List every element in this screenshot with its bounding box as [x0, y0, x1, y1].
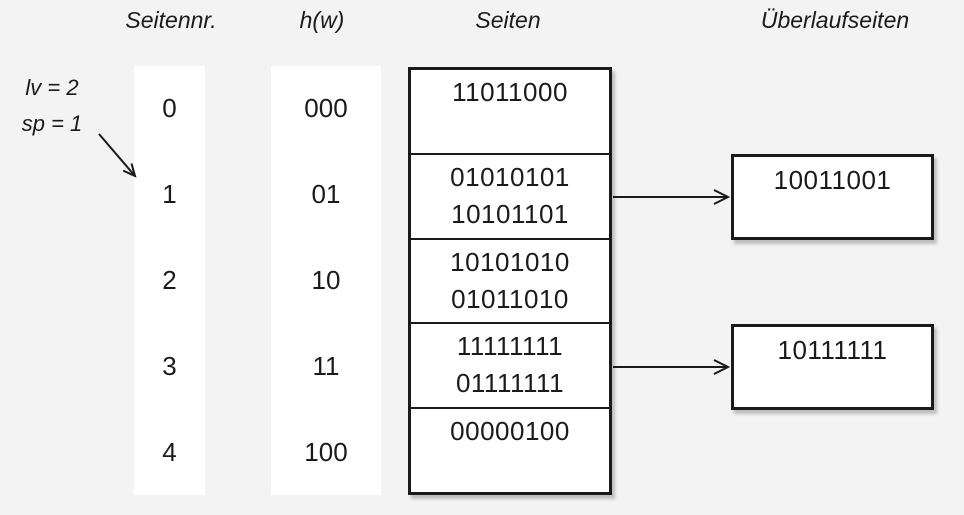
record: 11111111 [456, 331, 564, 362]
hw-row: 01 [311, 179, 341, 210]
split-pointer-arrow [98, 133, 137, 178]
state-annotation: lv = 2 sp = 1 [6, 70, 98, 142]
level-value: lv = 2 [25, 75, 79, 100]
record: 10101010 [450, 246, 570, 277]
page-cell-3: 11111111 01111111 [411, 322, 609, 407]
seitennr-row: 2 [162, 264, 177, 295]
overflow-page-1: 10011001 [731, 154, 934, 240]
page-cell-1: 01010101 10101101 [411, 152, 609, 238]
hw-row: 100 [304, 436, 348, 467]
seitennr-column: 0 1 2 3 4 [134, 66, 205, 495]
page-cell-4: 00000100 [411, 407, 609, 492]
hw-row: 10 [311, 264, 341, 295]
record: 11011000 [452, 77, 568, 107]
record: 01010101 [450, 161, 570, 192]
seitennr-row: 0 [162, 93, 177, 124]
seitennr-row: 1 [162, 179, 177, 210]
hw-row: 000 [304, 93, 348, 124]
record: 10011001 [773, 165, 892, 195]
record: 00000100 [450, 416, 570, 447]
record: 01111111 [455, 368, 565, 399]
pages-table: 11011000 01010101 10101101 10101010 0101… [408, 67, 612, 495]
record: 01011010 [451, 283, 569, 314]
seitennr-row: 4 [162, 436, 177, 467]
page-cell-2: 10101010 01011010 [411, 237, 609, 323]
record: 10101101 [451, 198, 569, 229]
column-header-seiten: Seiten [475, 7, 541, 33]
overflow-page-3: 10111111 [731, 324, 934, 410]
hw-row: 11 [312, 350, 340, 381]
column-header-hw: h(w) [299, 7, 345, 33]
record: 10111111 [777, 335, 888, 365]
split-pointer-value: sp = 1 [21, 111, 83, 136]
page-cell-0: 11011000 [411, 70, 609, 153]
overflow-arrow-3 [613, 359, 731, 375]
seitennr-row: 3 [162, 350, 177, 381]
overflow-arrow-1 [613, 189, 731, 205]
column-header-ueberlaufseiten: Überlaufseiten [760, 7, 910, 33]
column-header-seitennr: Seitennr. [125, 7, 217, 33]
hw-column: 000 01 10 11 100 [271, 66, 381, 495]
